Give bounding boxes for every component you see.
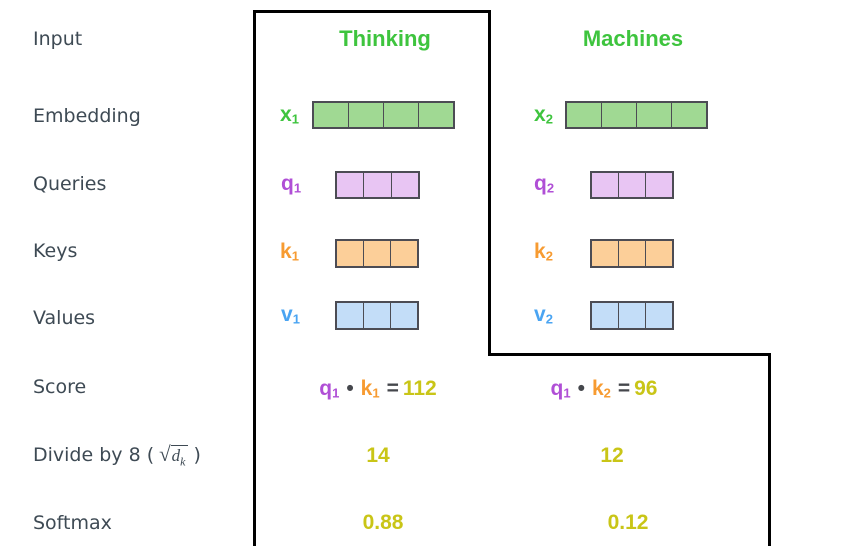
column-header-machines: Machines (582, 26, 684, 51)
softmax-value-thinking: 0.88 (362, 511, 404, 534)
dot-operator: • (346, 377, 354, 400)
outline-top-edge (253, 10, 491, 13)
divide-value-thinking: 14 (366, 444, 390, 467)
vector-label-x1: x1 (280, 102, 299, 132)
score2-k: k2 (591, 377, 611, 401)
outline-left-edge (253, 10, 256, 546)
key-vector-box-k2 (590, 239, 674, 268)
vector-label-k2: k2 (534, 239, 553, 269)
score2-value: 96 (634, 377, 658, 400)
q1-sub: 1 (293, 180, 302, 196)
k2-base: k (534, 240, 546, 263)
vector-label-q2: q2 (534, 171, 554, 201)
k1-sub: 1 (291, 248, 299, 264)
vector-label-q1: q1 (281, 171, 301, 201)
outline-step-edge (488, 353, 771, 356)
score2-q: q1 (550, 377, 571, 401)
radicand-subscript: k (180, 454, 186, 469)
vector-label-v2: v2 (534, 302, 553, 332)
embedding-vector-box-x1 (312, 101, 455, 129)
k1-base: k (280, 240, 292, 263)
k2-sub: 2 (545, 248, 553, 264)
query-vector-box-q1 (335, 171, 420, 199)
row-label-divide-by-8: Divide by 8 (√dk) (33, 442, 201, 473)
outline-right-edge-upper (488, 10, 491, 356)
dot-operator: • (577, 377, 585, 400)
q2-sub: 2 (546, 180, 555, 196)
row-label-softmax: Softmax (33, 512, 112, 534)
v1-sub: 1 (292, 311, 300, 327)
v2-sub: 2 (545, 311, 553, 327)
divide-prefix: Divide by 8 ( (33, 444, 155, 466)
x1-base: x (280, 103, 292, 126)
vector-label-v1: v1 (281, 302, 300, 332)
row-label-score: Score (33, 376, 87, 398)
softmax-value-machines: 0.12 (607, 511, 649, 534)
embedding-vector-box-x2 (565, 101, 708, 129)
score1-value: 112 (402, 377, 437, 400)
equals-sign: = (386, 377, 399, 400)
vector-label-k1: k1 (280, 239, 299, 269)
row-label-embedding: Embedding (33, 105, 141, 127)
q1-base: q (281, 172, 294, 195)
sqrt-dk-formula: √dk (159, 442, 189, 473)
row-label-input: Input (33, 28, 83, 50)
row-label-keys: Keys (33, 240, 78, 262)
radicand-base: d (171, 446, 181, 465)
divide-suffix: ) (193, 444, 201, 466)
outline-right-edge-lower (768, 353, 771, 546)
v2-base: v (534, 303, 546, 326)
radical-sign: √ (159, 442, 171, 466)
radicand-dk: dk (170, 445, 189, 469)
score1-q: q1 (319, 377, 340, 401)
key-vector-box-k1 (335, 239, 419, 268)
value-vector-box-v2 (590, 301, 674, 330)
v1-base: v (281, 303, 293, 326)
q2-base: q (534, 172, 547, 195)
row-label-values: Values (33, 307, 96, 329)
score-equation-machines: q1 • k2 =96 (484, 377, 724, 404)
equals-sign: = (617, 377, 631, 400)
value-vector-box-v1 (335, 301, 419, 330)
x1-sub: 1 (291, 111, 299, 127)
vector-label-x2: x2 (534, 102, 553, 132)
query-vector-box-q2 (590, 171, 674, 199)
score1-k: k1 (360, 377, 380, 401)
row-label-queries: Queries (33, 173, 107, 195)
column-header-thinking: Thinking (339, 26, 431, 51)
x2-sub: 2 (545, 111, 553, 127)
divide-value-machines: 12 (600, 444, 624, 467)
x2-base: x (534, 103, 546, 126)
score-equation-thinking: q1 • k1 =112 (258, 377, 498, 404)
